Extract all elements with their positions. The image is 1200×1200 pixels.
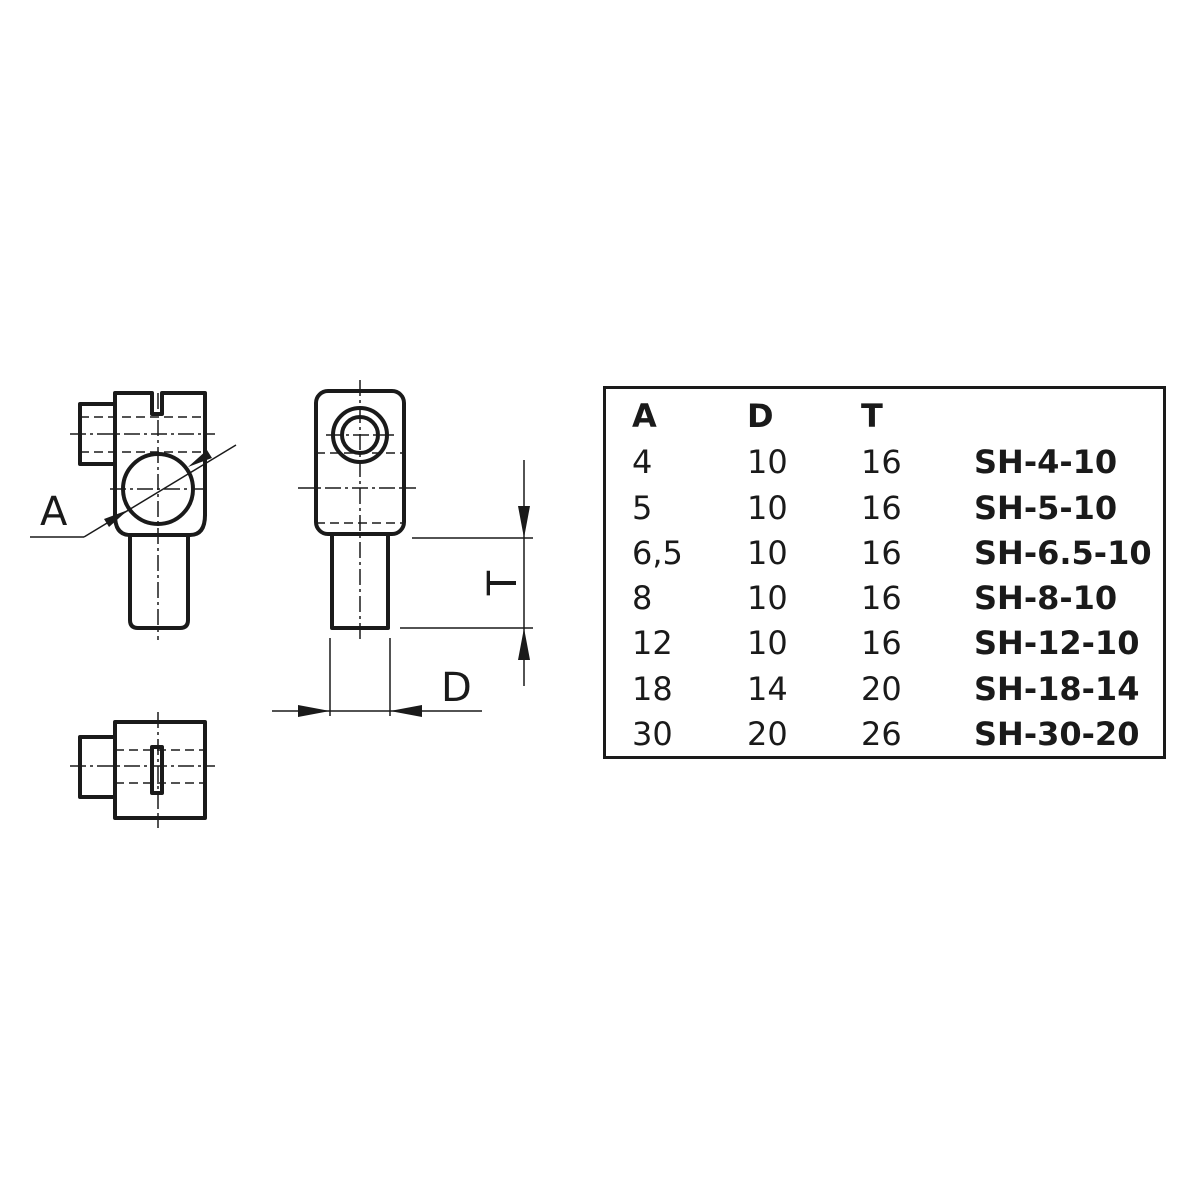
cell-d: 14: [747, 670, 788, 708]
table-row: 12 10 16 SH-12-10: [606, 620, 1163, 666]
cell-t: 16: [861, 624, 902, 662]
cell-part-number: SH-6.5-10: [974, 534, 1152, 572]
dimension-label-d: D: [441, 665, 472, 711]
cell-a: 4: [632, 443, 653, 481]
cell-t: 26: [861, 715, 902, 753]
header-t: T: [861, 397, 883, 435]
table-header-row: A D T: [606, 393, 1163, 439]
cell-a: 18: [632, 670, 673, 708]
cell-d: 10: [747, 489, 788, 527]
cell-t: 16: [861, 579, 902, 617]
cell-d: 10: [747, 579, 788, 617]
cell-a: 12: [632, 624, 673, 662]
table-row: 30 20 26 SH-30-20: [606, 711, 1163, 757]
header-a: A: [632, 397, 657, 435]
cell-a: 5: [632, 489, 653, 527]
table-row: 18 14 20 SH-18-14: [606, 666, 1163, 712]
cell-d: 10: [747, 534, 788, 572]
front-view: D T: [272, 380, 533, 717]
specification-table: A D T 4 10 16 SH-4-10 5 10 16 SH-5-10 6,…: [603, 386, 1166, 759]
cell-d: 20: [747, 715, 788, 753]
cell-d: 10: [747, 624, 788, 662]
cell-t: 20: [861, 670, 902, 708]
bottom-view: [70, 712, 215, 828]
cell-t: 16: [861, 443, 902, 481]
table-row: 8 10 16 SH-8-10: [606, 575, 1163, 621]
cell-part-number: SH-4-10: [974, 443, 1118, 481]
table-row: 4 10 16 SH-4-10: [606, 439, 1163, 485]
cell-t: 16: [861, 534, 902, 572]
cell-a: 30: [632, 715, 673, 753]
dimension-label-a: A: [40, 489, 68, 535]
table-row: 6,5 10 16 SH-6.5-10: [606, 530, 1163, 576]
cell-a: 8: [632, 579, 653, 617]
cell-part-number: SH-5-10: [974, 489, 1118, 527]
cell-part-number: SH-30-20: [974, 715, 1140, 753]
cell-d: 10: [747, 443, 788, 481]
header-d: D: [747, 397, 774, 435]
dimension-label-t: T: [480, 570, 526, 596]
side-view: A: [30, 391, 237, 640]
cell-t: 16: [861, 489, 902, 527]
cell-part-number: SH-8-10: [974, 579, 1118, 617]
cell-part-number: SH-18-14: [974, 670, 1140, 708]
cell-part-number: SH-12-10: [974, 624, 1140, 662]
cell-a: 6,5: [632, 534, 683, 572]
table-row: 5 10 16 SH-5-10: [606, 485, 1163, 531]
